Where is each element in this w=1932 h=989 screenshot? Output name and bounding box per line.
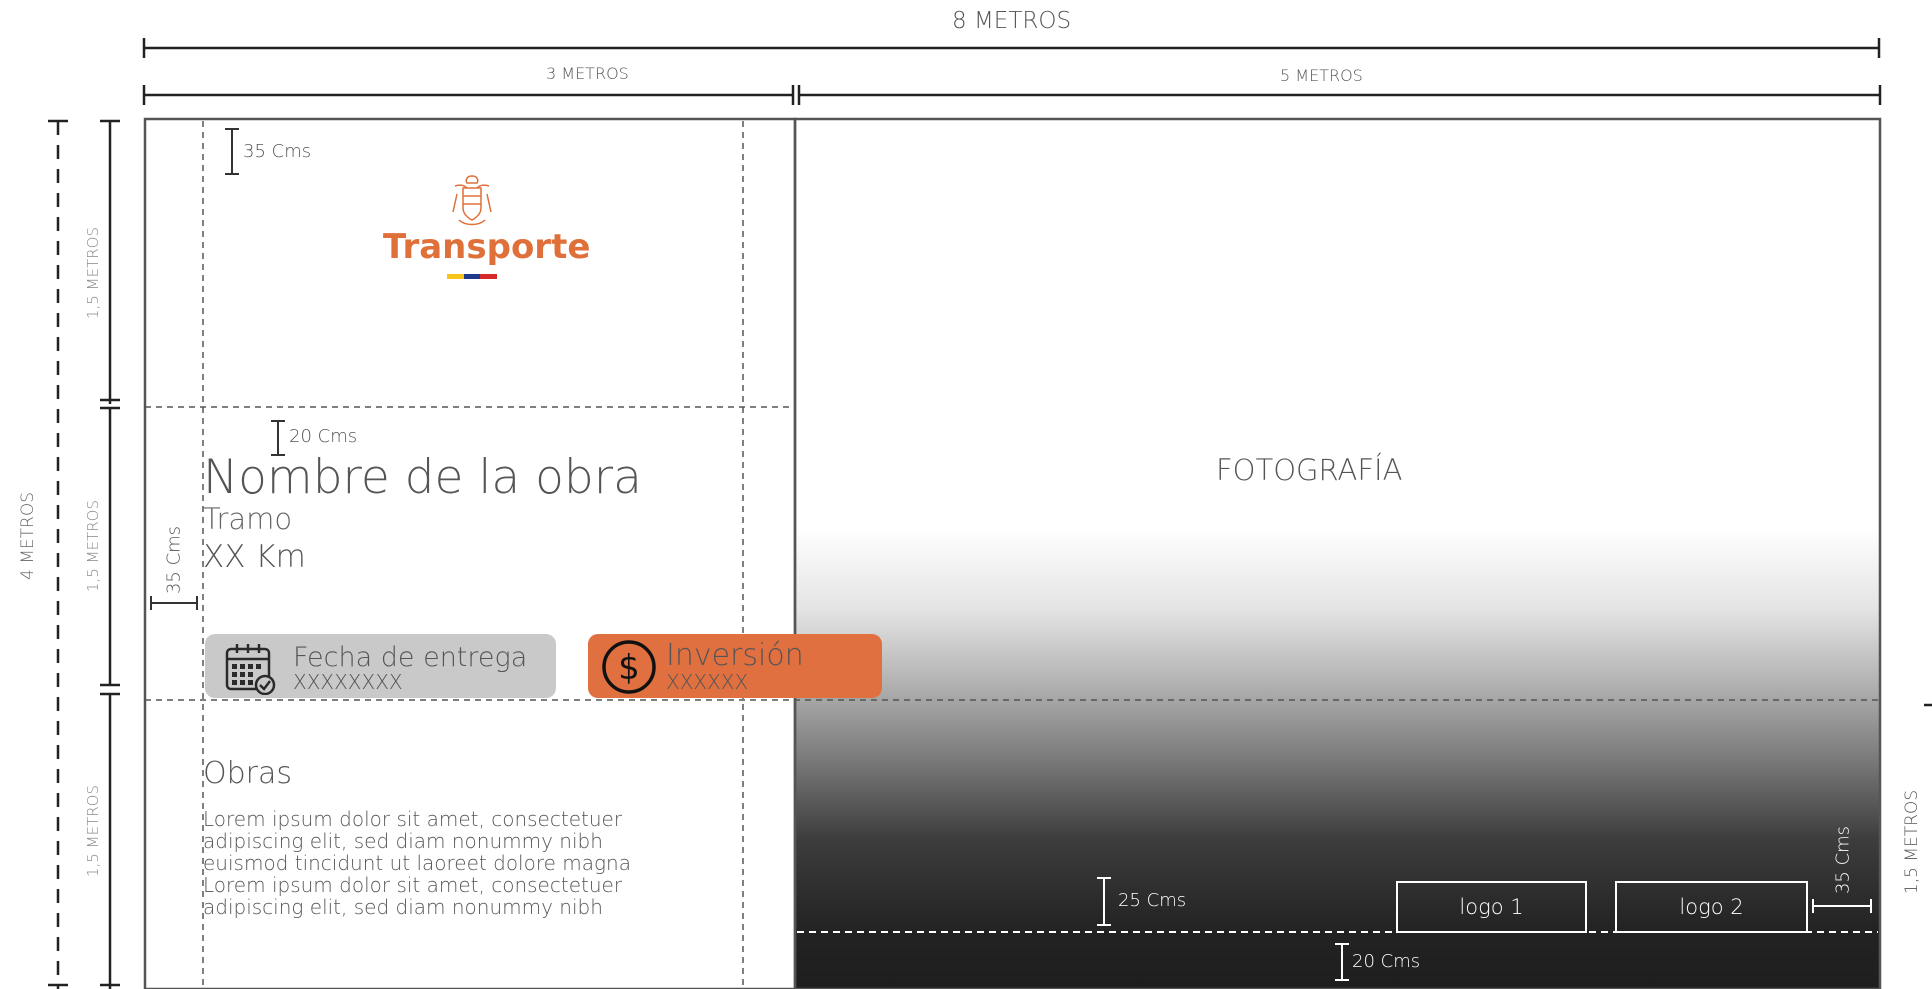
project-length: XX Km	[203, 539, 306, 575]
delivery-value: XXXXXXXX	[293, 670, 403, 694]
right-section-height-label: 1,5 METROS	[1902, 789, 1922, 895]
right-width-label: 5 METROS	[1280, 66, 1363, 85]
title-margin-label: 20 Cms	[289, 426, 358, 447]
measure-marks	[150, 128, 285, 610]
photo-area	[795, 119, 1880, 989]
project-name: Nombre de la obra	[203, 450, 642, 505]
left-margin-label: 35 Cms	[163, 525, 185, 595]
calendar-check-icon	[223, 641, 277, 696]
works-line: adipiscing elit, sed diam nonummy nibh	[203, 829, 603, 853]
svg-text:$: $	[618, 648, 640, 688]
section-3-height-label: 1,5 METROS	[84, 785, 102, 877]
right-panel-frame	[793, 117, 1882, 989]
delivery-pill: Fecha de entrega XXXXXXXX	[205, 634, 556, 698]
total-width-label: 8 METROS	[952, 8, 1072, 34]
dimension-line-right-width	[797, 85, 1882, 105]
logo-2-placeholder: logo 2	[1615, 881, 1808, 933]
section-1-height-label: 1,5 METROS	[84, 227, 102, 319]
logo-1-placeholder: logo 1	[1396, 881, 1587, 933]
dimension-line-total-width	[142, 38, 1881, 58]
investment-value: XXXXXX	[666, 670, 749, 694]
works-heading: Obras	[203, 756, 293, 791]
works-line: Lorem ipsum dolor sit amet, consectetuer	[203, 873, 623, 897]
bottom-band-label: 20 Cms	[1352, 951, 1421, 972]
total-height-label: 4 METROS	[18, 492, 38, 580]
works-line: euismod tincidunt ut laoreet dolore magn…	[203, 851, 631, 875]
works-line: adipiscing elit, sed diam nonummy nibh	[203, 895, 603, 919]
project-segment: Tramo	[203, 502, 293, 536]
right-margin-label: 35 Cms	[1832, 825, 1854, 895]
dollar-circle-icon: $	[601, 639, 657, 695]
dimension-line-left-width	[142, 85, 795, 105]
works-line: Lorem ipsum dolor sit amet, consectetuer	[203, 807, 623, 831]
measure-marks-white	[1097, 877, 1872, 981]
left-width-label: 3 METROS	[546, 64, 629, 83]
section-2-height-label: 1,5 METROS	[84, 500, 102, 592]
brand-name: Transporte	[383, 227, 591, 267]
investment-title: Inversión	[666, 638, 804, 673]
top-margin-label: 35 Cms	[243, 141, 312, 162]
colombia-coat-of-arms-icon	[447, 172, 497, 228]
investment-pill: $ Inversión XXXXXX	[588, 634, 882, 698]
dimension-line-sections	[100, 119, 120, 989]
works-text: Lorem ipsum dolor sit amet, consectetuer…	[203, 808, 631, 918]
photo-label: FOTOGRAFÍA	[1216, 453, 1403, 487]
delivery-title: Fecha de entrega	[293, 642, 528, 673]
flag-stripe	[447, 274, 498, 279]
guide-lines	[145, 121, 1880, 985]
dimension-line-total-height	[48, 119, 68, 989]
logo-bottom-label: 25 Cms	[1118, 890, 1187, 911]
